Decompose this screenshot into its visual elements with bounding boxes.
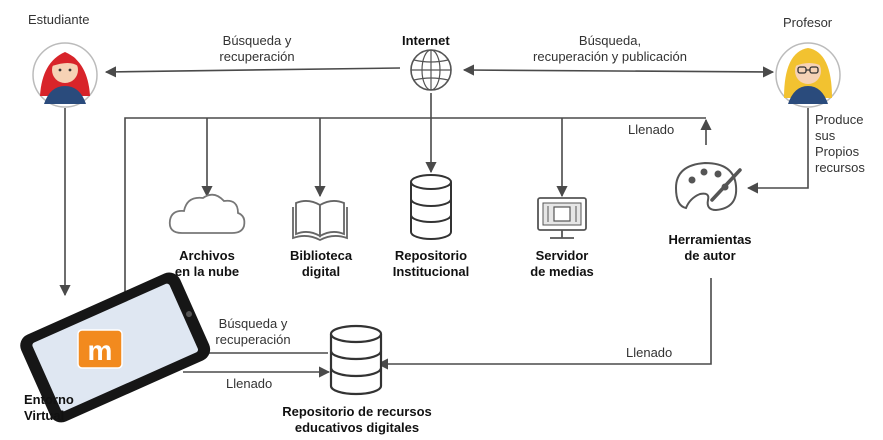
database-icon [410,174,452,240]
arrow-internet-to-student [104,66,401,78]
teacher-label: Profesor [783,15,833,30]
arrow-teacher-to-tools [746,108,809,194]
resource-label-institutional-repo: Repositorio Institucional [392,248,470,279]
resource-label-library: Biblioteca digital [289,248,353,279]
repository-database-icon [329,324,383,396]
tools-label: Herramientas de autor [668,232,752,263]
student-avatar [32,42,98,108]
teacher-avatar [775,42,841,108]
arrow-tools-to-repo [376,278,712,370]
edge-label-teacher-produces: Produce sus Propios recursos [815,112,865,175]
internet-label: Internet [402,33,450,48]
media-server-icon [537,197,587,239]
vle-label: Entorno Virtual [24,392,74,423]
edge-label-fill-top: Llenado [628,122,675,137]
edge-label-tools-to-repo: Llenado [626,345,673,360]
cloud-icon [168,193,246,234]
edge-label-internet-teacher: Búsqueda, recuperación y publicación [533,33,687,64]
moodle-logo-icon: m [77,329,123,369]
arrow-internet-teacher [462,64,775,78]
resource-label-cloud: Archivos en la nube [174,248,240,279]
book-icon [292,200,348,242]
globe-icon [410,49,452,91]
repository-label: Repositorio de recursos educativos digit… [282,404,432,435]
edge-label-internet-student: Búsqueda y recuperación [219,33,295,64]
edge-label-vle-to-repo: Llenado [226,376,273,391]
edge-label-repo-to-vle: Búsqueda y recuperación [215,316,291,347]
student-label: Estudiante [28,12,90,27]
tablet-icon: m [20,272,211,423]
svg-text:m: m [88,335,113,366]
palette-icon [674,161,742,212]
resource-label-media-server: Servidor de medias [530,248,594,279]
fill-bus-line [124,117,706,313]
